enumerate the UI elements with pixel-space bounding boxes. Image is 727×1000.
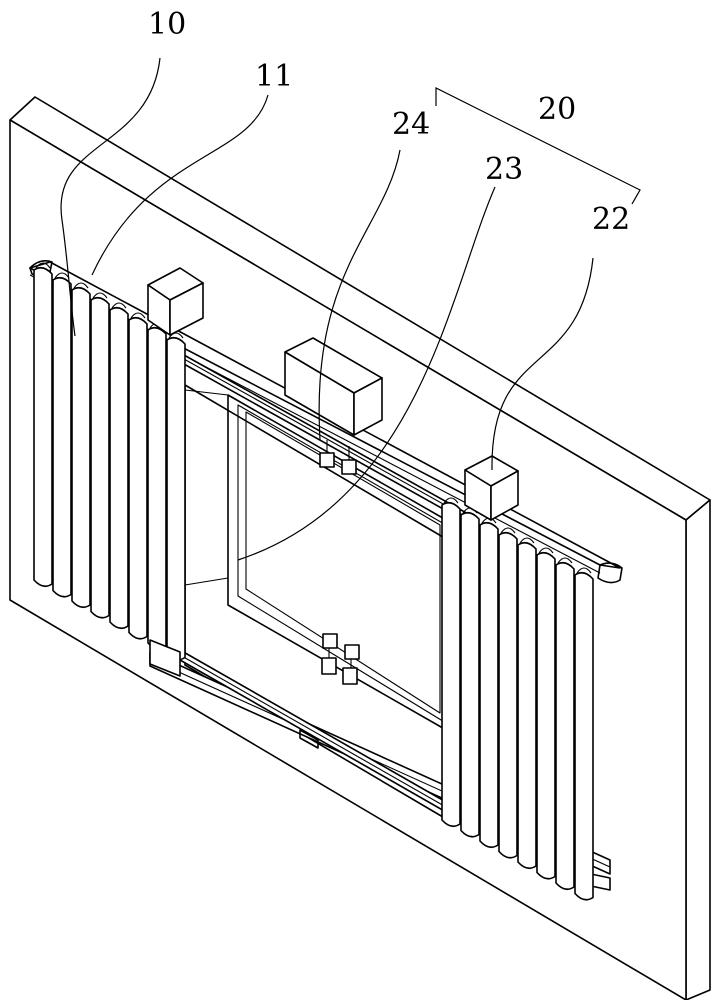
label-24: 24: [392, 107, 431, 142]
leader-23: [237, 186, 496, 561]
bracket-20: [435, 87, 641, 205]
slat-hook: [500, 527, 516, 534]
curtain-slat: [109, 306, 129, 630]
curtain-slat: [536, 551, 556, 880]
slat-hook: [92, 292, 108, 299]
label-10: 10: [148, 7, 187, 42]
leader-24: [318, 149, 401, 441]
right-motor-box-22: [464, 455, 519, 521]
curtain-slat: [166, 336, 186, 661]
slat-hook: [538, 547, 554, 554]
curtain-slat: [460, 511, 480, 838]
curtain-slat: [71, 286, 91, 609]
lower-drive-units: [321, 633, 360, 685]
curtain-slat: [574, 571, 594, 901]
slat-hook: [443, 497, 459, 504]
curtain-slat: [33, 266, 53, 588]
label-11: 11: [255, 59, 294, 94]
curtain-slat: [498, 531, 518, 859]
upper-drive-units: [319, 440, 357, 475]
left-motor-box: [147, 267, 204, 336]
slat-hook: [519, 537, 535, 544]
slat-hook: [111, 302, 127, 309]
slat-hook: [35, 262, 51, 269]
curtain-slat: [555, 561, 575, 891]
curtain-slat: [479, 521, 499, 849]
right-curtain-stack: [441, 497, 594, 901]
slat-hook: [54, 272, 70, 279]
slat-hook: [168, 332, 184, 339]
leader-22: [491, 257, 594, 471]
curtain-slat: [128, 316, 148, 640]
label-22: 22: [592, 202, 631, 237]
slat-hook: [557, 557, 573, 564]
label-23: 23: [485, 152, 524, 187]
curtain-slat: [517, 541, 537, 870]
leader-lines: [60, 57, 641, 561]
leader-10: [60, 57, 161, 337]
slat-hook: [73, 282, 89, 289]
slat-hook: [576, 567, 592, 574]
leader-11: [91, 94, 269, 276]
curtain-slat: [52, 276, 72, 598]
curtain-slat: [147, 326, 167, 651]
label-20: 20: [538, 92, 577, 127]
slat-hook: [130, 312, 146, 319]
left-curtain-stack: [33, 262, 186, 677]
curtain-slat: [90, 296, 110, 619]
curtain-slat: [441, 501, 461, 828]
